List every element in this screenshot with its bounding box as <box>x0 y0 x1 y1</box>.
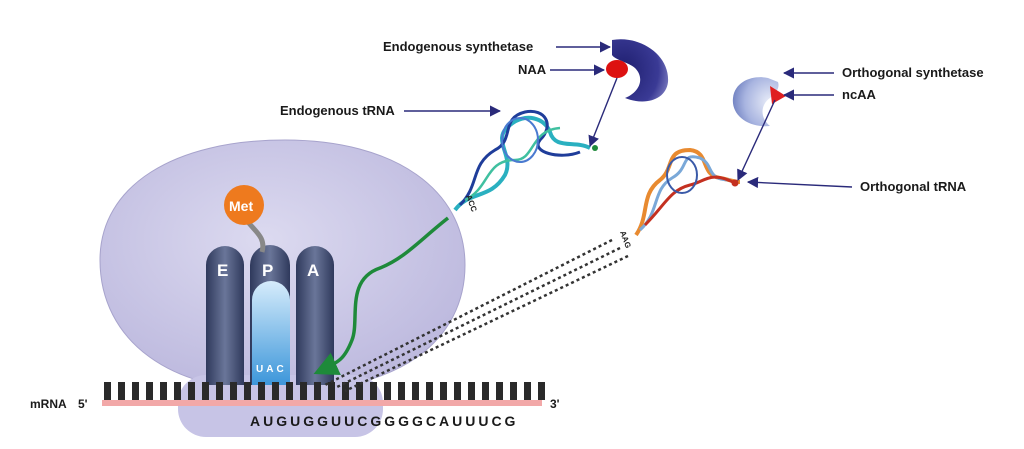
mrna-codon-ticks <box>104 382 545 400</box>
p-site-trna <box>252 281 290 385</box>
ncaa-molecule <box>770 86 786 104</box>
mrna-tick <box>524 382 531 400</box>
orthogonal-trna-label: Orthogonal tRNA <box>860 179 967 194</box>
mrna-tick <box>230 382 237 400</box>
mrna-3prime: 3' <box>550 397 560 411</box>
orthogonal-synthetase <box>732 77 786 127</box>
a-site <box>296 246 334 385</box>
mrna-5prime: 5' <box>78 397 88 411</box>
e-site <box>206 246 244 385</box>
mrna-tick <box>286 382 293 400</box>
mrna-tick <box>258 382 265 400</box>
met-label: Met <box>229 198 253 214</box>
orthogonal-synthetase-label: Orthogonal synthetase <box>842 65 984 80</box>
mrna-tick <box>370 382 377 400</box>
mrna-tick <box>188 382 195 400</box>
mrna-tick <box>468 382 475 400</box>
mrna-tick <box>510 382 517 400</box>
label-arrows <box>404 41 853 189</box>
endogenous-synthetase <box>606 39 669 102</box>
mrna-tick <box>146 382 153 400</box>
naa-label: NAA <box>518 62 547 77</box>
mrna: mRNA 5' 3' AUGUGGUUCGGGGCAUUUCG <box>30 382 560 429</box>
mrna-tick <box>356 382 363 400</box>
p-site-anticodon: UAC <box>256 364 287 375</box>
mrna-tick <box>216 382 223 400</box>
mrna-tick <box>384 382 391 400</box>
mrna-tick <box>398 382 405 400</box>
mrna-tick <box>412 382 419 400</box>
endogenous-trna: ACC <box>453 109 598 213</box>
met-amino-acid: Met <box>224 185 266 253</box>
e-site-label: E <box>217 261 228 280</box>
mrna-tick <box>104 382 111 400</box>
mrna-tick <box>244 382 251 400</box>
p-site-label: P <box>262 261 273 280</box>
mrna-tick <box>174 382 181 400</box>
orthogonal-delivery-path <box>324 238 629 393</box>
ncaa-label: ncAA <box>842 87 877 102</box>
naa-molecule <box>606 60 628 78</box>
mrna-strand <box>102 400 542 406</box>
mrna-tick <box>118 382 125 400</box>
mrna-tick <box>300 382 307 400</box>
mrna-tick <box>328 382 335 400</box>
mrna-tick <box>132 382 139 400</box>
mrna-label: mRNA <box>30 397 67 411</box>
mrna-tick <box>314 382 321 400</box>
mrna-tick <box>496 382 503 400</box>
mrna-tick <box>272 382 279 400</box>
mrna-sequence: AUGUGGUUCGGGGCAUUUCG <box>250 413 518 429</box>
endogenous-synthetase-label: Endogenous synthetase <box>383 39 533 54</box>
mrna-tick <box>160 382 167 400</box>
orthogonal-anticodon: AAG <box>618 230 633 250</box>
mrna-tick <box>202 382 209 400</box>
ribosome-sites: E P A UAC <box>206 245 334 385</box>
mrna-tick <box>440 382 447 400</box>
orthogonal-trna: AAG <box>618 147 741 250</box>
mrna-tick <box>482 382 489 400</box>
endogenous-trna-label: Endogenous tRNA <box>280 103 395 118</box>
mrna-tick <box>426 382 433 400</box>
a-site-label: A <box>307 261 319 280</box>
mrna-tick <box>454 382 461 400</box>
endogenous-delivery-path <box>313 216 450 376</box>
mrna-tick <box>538 382 545 400</box>
